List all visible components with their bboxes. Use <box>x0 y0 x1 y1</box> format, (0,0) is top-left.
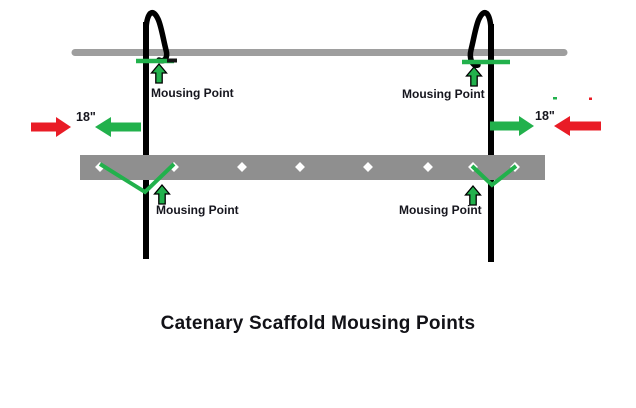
green-arrow-left-icon-left <box>95 117 141 137</box>
up-arrow-icon-top-left <box>150 62 168 84</box>
plank-hole-5 <box>363 162 373 172</box>
up-arrow-icon-bottom-right <box>464 184 482 206</box>
left-bottom-mousing-lashing <box>98 162 176 195</box>
scaffold-plank <box>80 155 545 180</box>
up-arrow-icon-bottom-left <box>153 183 171 205</box>
red-arrow-right-icon-left <box>31 117 71 137</box>
mousing-point-label-bottom-right: Mousing Point <box>399 203 482 217</box>
left-hook-tip <box>167 58 177 63</box>
plank-hole-6 <box>423 162 433 172</box>
up-arrow-icon-top-right <box>465 65 483 87</box>
distance-label-right: 18" <box>535 109 555 123</box>
mousing-point-label-top-right: Mousing Point <box>402 87 485 101</box>
red-arrow-left-icon-right <box>554 116 601 136</box>
diagram-title: Catenary Scaffold Mousing Points <box>160 313 476 334</box>
mousing-point-label-bottom-left: Mousing Point <box>156 203 239 217</box>
plank-hole-3 <box>237 162 247 172</box>
mousing-point-label-top-left: Mousing Point <box>151 86 234 100</box>
right-rope-hook <box>467 10 494 68</box>
green-speck <box>553 97 557 100</box>
red-speck <box>589 97 592 100</box>
right-bottom-mousing-lashing <box>470 164 518 188</box>
green-arrow-right-icon-right <box>490 116 534 136</box>
plank-hole-4 <box>295 162 305 172</box>
distance-label-left: 18" <box>76 110 96 124</box>
